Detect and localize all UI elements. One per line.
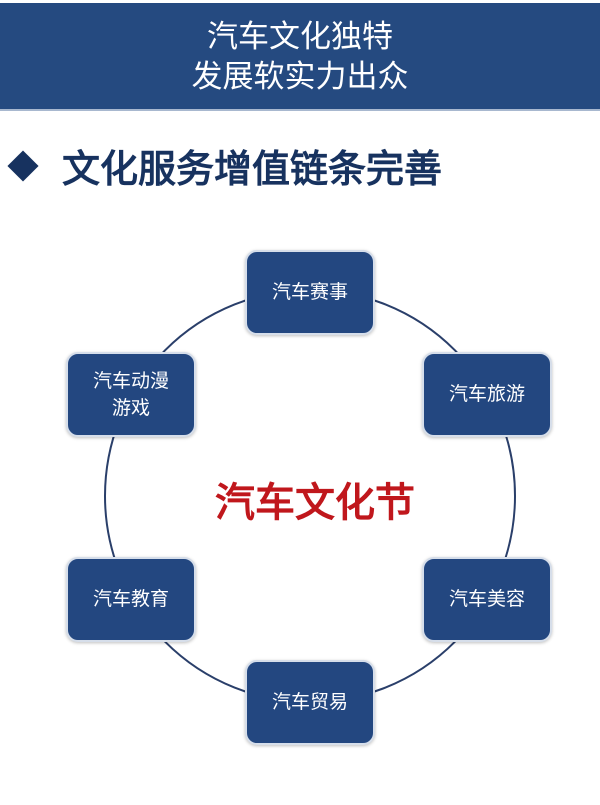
header-line-2: 发展软实力出众 <box>191 59 409 95</box>
node-education: 汽车教育 <box>66 557 196 642</box>
node-animation-games: 汽车动漫 游戏 <box>66 352 196 437</box>
node-tourism: 汽车旅游 <box>422 352 552 437</box>
node-trade: 汽车贸易 <box>245 660 375 745</box>
header-banner: 汽车文化独特 发展软实力出众 <box>0 3 600 111</box>
header-line-1: 汽车文化独特 <box>207 19 393 55</box>
section-title: 文化服务增值链条完善 <box>62 147 443 191</box>
section-heading: 文化服务增值链条完善 <box>7 138 443 193</box>
node-beauty: 汽车美容 <box>422 557 552 642</box>
center-label: 汽车文化节 <box>215 480 415 526</box>
node-racing: 汽车赛事 <box>245 250 375 335</box>
